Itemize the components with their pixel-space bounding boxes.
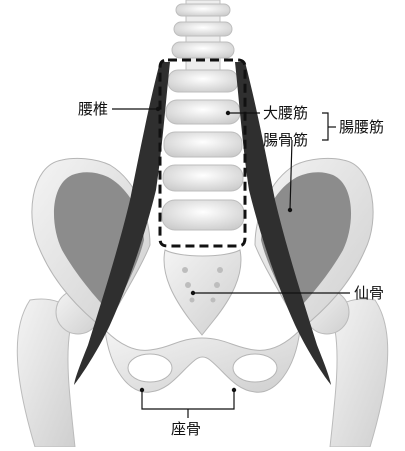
bracket-iliopsoas — [322, 113, 328, 140]
bracket-ischium — [142, 390, 234, 409]
obturator-left — [128, 354, 172, 382]
label-sacrum: 仙骨 — [354, 286, 384, 301]
obturator-right — [233, 354, 277, 382]
label-psoas-major: 大腰筋 — [263, 106, 308, 121]
spine — [162, 0, 244, 230]
label-lumbar: 腰椎 — [78, 102, 108, 117]
label-iliopsoas: 腸腰筋 — [339, 120, 384, 135]
pubic-ring — [105, 330, 300, 392]
label-iliacus: 腸骨筋 — [263, 133, 308, 148]
label-ischium: 座骨 — [171, 422, 201, 437]
